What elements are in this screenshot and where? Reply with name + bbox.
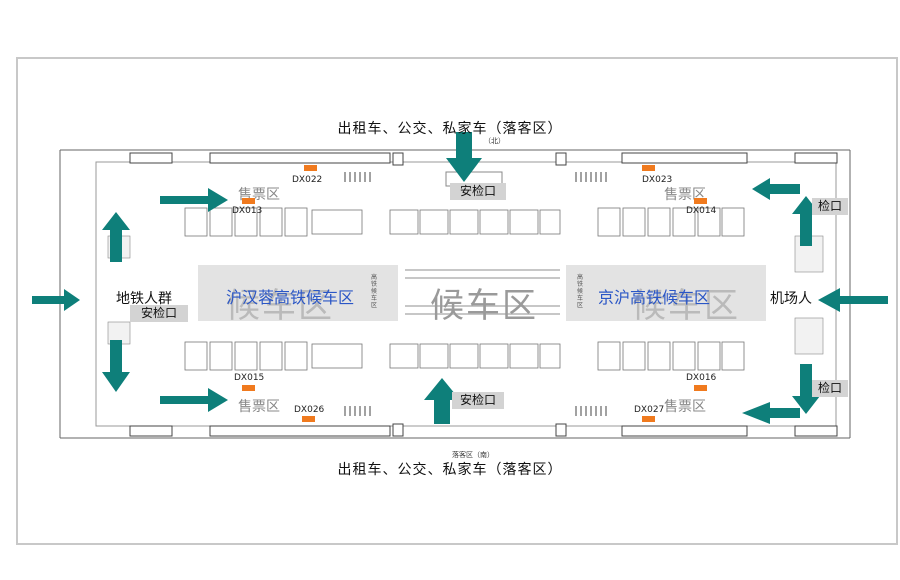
ad-marker-dx027[interactable] bbox=[642, 416, 655, 422]
zone-hu-han-rong[interactable]: 沪汉蓉高铁候车区 bbox=[226, 288, 355, 307]
ad-label-dx016: DX016 bbox=[686, 373, 717, 383]
ad-marker-dx013[interactable] bbox=[242, 198, 255, 204]
north-tag: （北） bbox=[484, 137, 505, 145]
top-dropoff-label: 出租车、公交、私家车（落客区） bbox=[337, 121, 563, 137]
security-gate-west[interactable]: 安检口 bbox=[130, 305, 188, 322]
security-gate-north[interactable]: 安检口 bbox=[450, 183, 506, 200]
ad-marker-dx023[interactable] bbox=[642, 165, 655, 171]
bottom-dropoff-label: 出租车、公交、私家车（落客区） bbox=[337, 462, 563, 478]
waiting-zone-left-bg bbox=[198, 265, 398, 321]
ad-label-dx015: DX015 bbox=[234, 373, 265, 383]
ad-label-dx027: DX027 bbox=[634, 405, 665, 415]
waiting-area-right-bg-text: 候车区 bbox=[632, 286, 740, 326]
small-vertical-label-right: 高铁候车区 bbox=[576, 274, 583, 309]
south-tag: 落客区（南） bbox=[452, 451, 494, 459]
ad-label-dx023: DX023 bbox=[642, 175, 673, 185]
ad-marker-dx026[interactable] bbox=[302, 416, 315, 422]
ticket-area-sw: 售票区 bbox=[238, 399, 280, 415]
ad-marker-dx014[interactable] bbox=[694, 198, 707, 204]
security-gate-east-bottom[interactable]: 检口 bbox=[812, 380, 848, 397]
metro-crowd-label: 地铁人群 bbox=[116, 291, 172, 307]
waiting-area-center: 候车区 bbox=[430, 286, 538, 326]
ad-label-dx026: DX026 bbox=[294, 405, 325, 415]
zone-jing-hu[interactable]: 京沪高铁候车区 bbox=[598, 288, 711, 307]
ad-label-dx022: DX022 bbox=[292, 175, 323, 185]
security-gate-east-top[interactable]: 检口 bbox=[812, 198, 848, 215]
airport-crowd-label: 机场人 bbox=[770, 291, 812, 307]
ad-label-dx014: DX014 bbox=[686, 206, 717, 216]
ticket-area-se: 售票区 bbox=[664, 399, 706, 415]
ad-label-dx013: DX013 bbox=[232, 206, 263, 216]
waiting-area-left-bg-text: 候车区 bbox=[226, 286, 334, 326]
ad-marker-dx022[interactable] bbox=[304, 165, 317, 171]
ad-marker-dx016[interactable] bbox=[694, 385, 707, 391]
security-gate-south[interactable]: 安检口 bbox=[452, 392, 504, 409]
small-vertical-label-left: 高铁候车区 bbox=[370, 274, 377, 309]
ad-marker-dx015[interactable] bbox=[242, 385, 255, 391]
waiting-zone-right-bg bbox=[566, 265, 766, 321]
